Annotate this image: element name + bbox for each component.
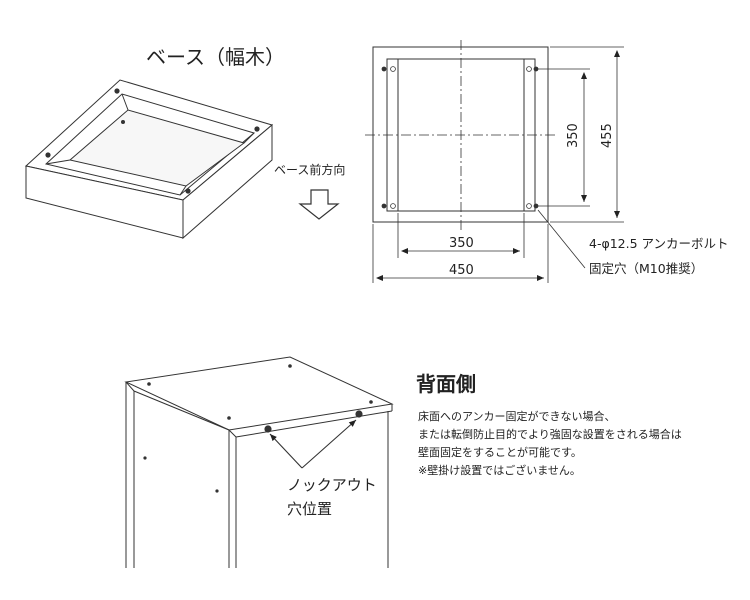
anchor-hole (381, 203, 387, 209)
rear-note-3: 壁面固定をすることが可能です。 (418, 445, 582, 459)
top-hole (369, 400, 373, 404)
knockout-pointer-lines (269, 419, 357, 469)
direction-arrow-icon (298, 189, 340, 220)
rear-note-2: または転倒防止目的でより強固な設置をされる場合は (418, 427, 682, 441)
anchor-hole (254, 126, 260, 132)
anchor-hole (381, 66, 387, 72)
top-hole (288, 364, 292, 368)
slot-hole (526, 66, 532, 72)
anchor-note-line1: 4-φ12.5 アンカーボルト (589, 236, 729, 251)
anchor-hole (114, 88, 120, 94)
slot-hole (526, 203, 532, 209)
side-hole (143, 456, 147, 460)
plan-anchor-holes (381, 66, 539, 209)
slot-hole (390, 203, 396, 209)
plan-dimensions (372, 46, 624, 283)
knockout-hole (355, 410, 363, 418)
cabinet-holes (143, 364, 373, 493)
base-direction-label: ベース前方向 (274, 162, 345, 177)
dim-outer-width: 450 (449, 263, 474, 278)
knockout-label-line2: 穴位置 (287, 500, 332, 518)
base-isometric-illustration (24, 79, 274, 240)
anchor-hole (533, 203, 539, 209)
top-hole (147, 382, 151, 386)
rear-title: 背面側 (416, 372, 476, 396)
cabinet-rear-illustration (124, 356, 394, 568)
anchor-hole (533, 66, 539, 72)
anchor-hole (185, 188, 191, 194)
knockout-label-line1: ノックアウト (287, 476, 377, 494)
dim-outer-height: 455 (600, 123, 615, 148)
anchor-hole (45, 152, 51, 158)
slot-hole (390, 66, 396, 72)
base-title: ベース（幅木） (146, 45, 285, 69)
anchor-note-line2: 固定穴（M10推奨） (589, 261, 703, 276)
dim-inner-height: 350 (566, 123, 581, 148)
dim-inner-width: 350 (449, 236, 474, 251)
knockout-hole (264, 425, 272, 433)
base-anchor-holes (45, 88, 260, 194)
anchor-hole (121, 120, 125, 124)
top-hole (227, 416, 231, 420)
rear-note-1: 床面へのアンカー固定ができない場合、 (418, 409, 616, 423)
rear-note-4: ※壁掛け設置ではございません。 (418, 463, 581, 477)
base-plan-view (365, 40, 556, 230)
side-hole (215, 489, 219, 493)
